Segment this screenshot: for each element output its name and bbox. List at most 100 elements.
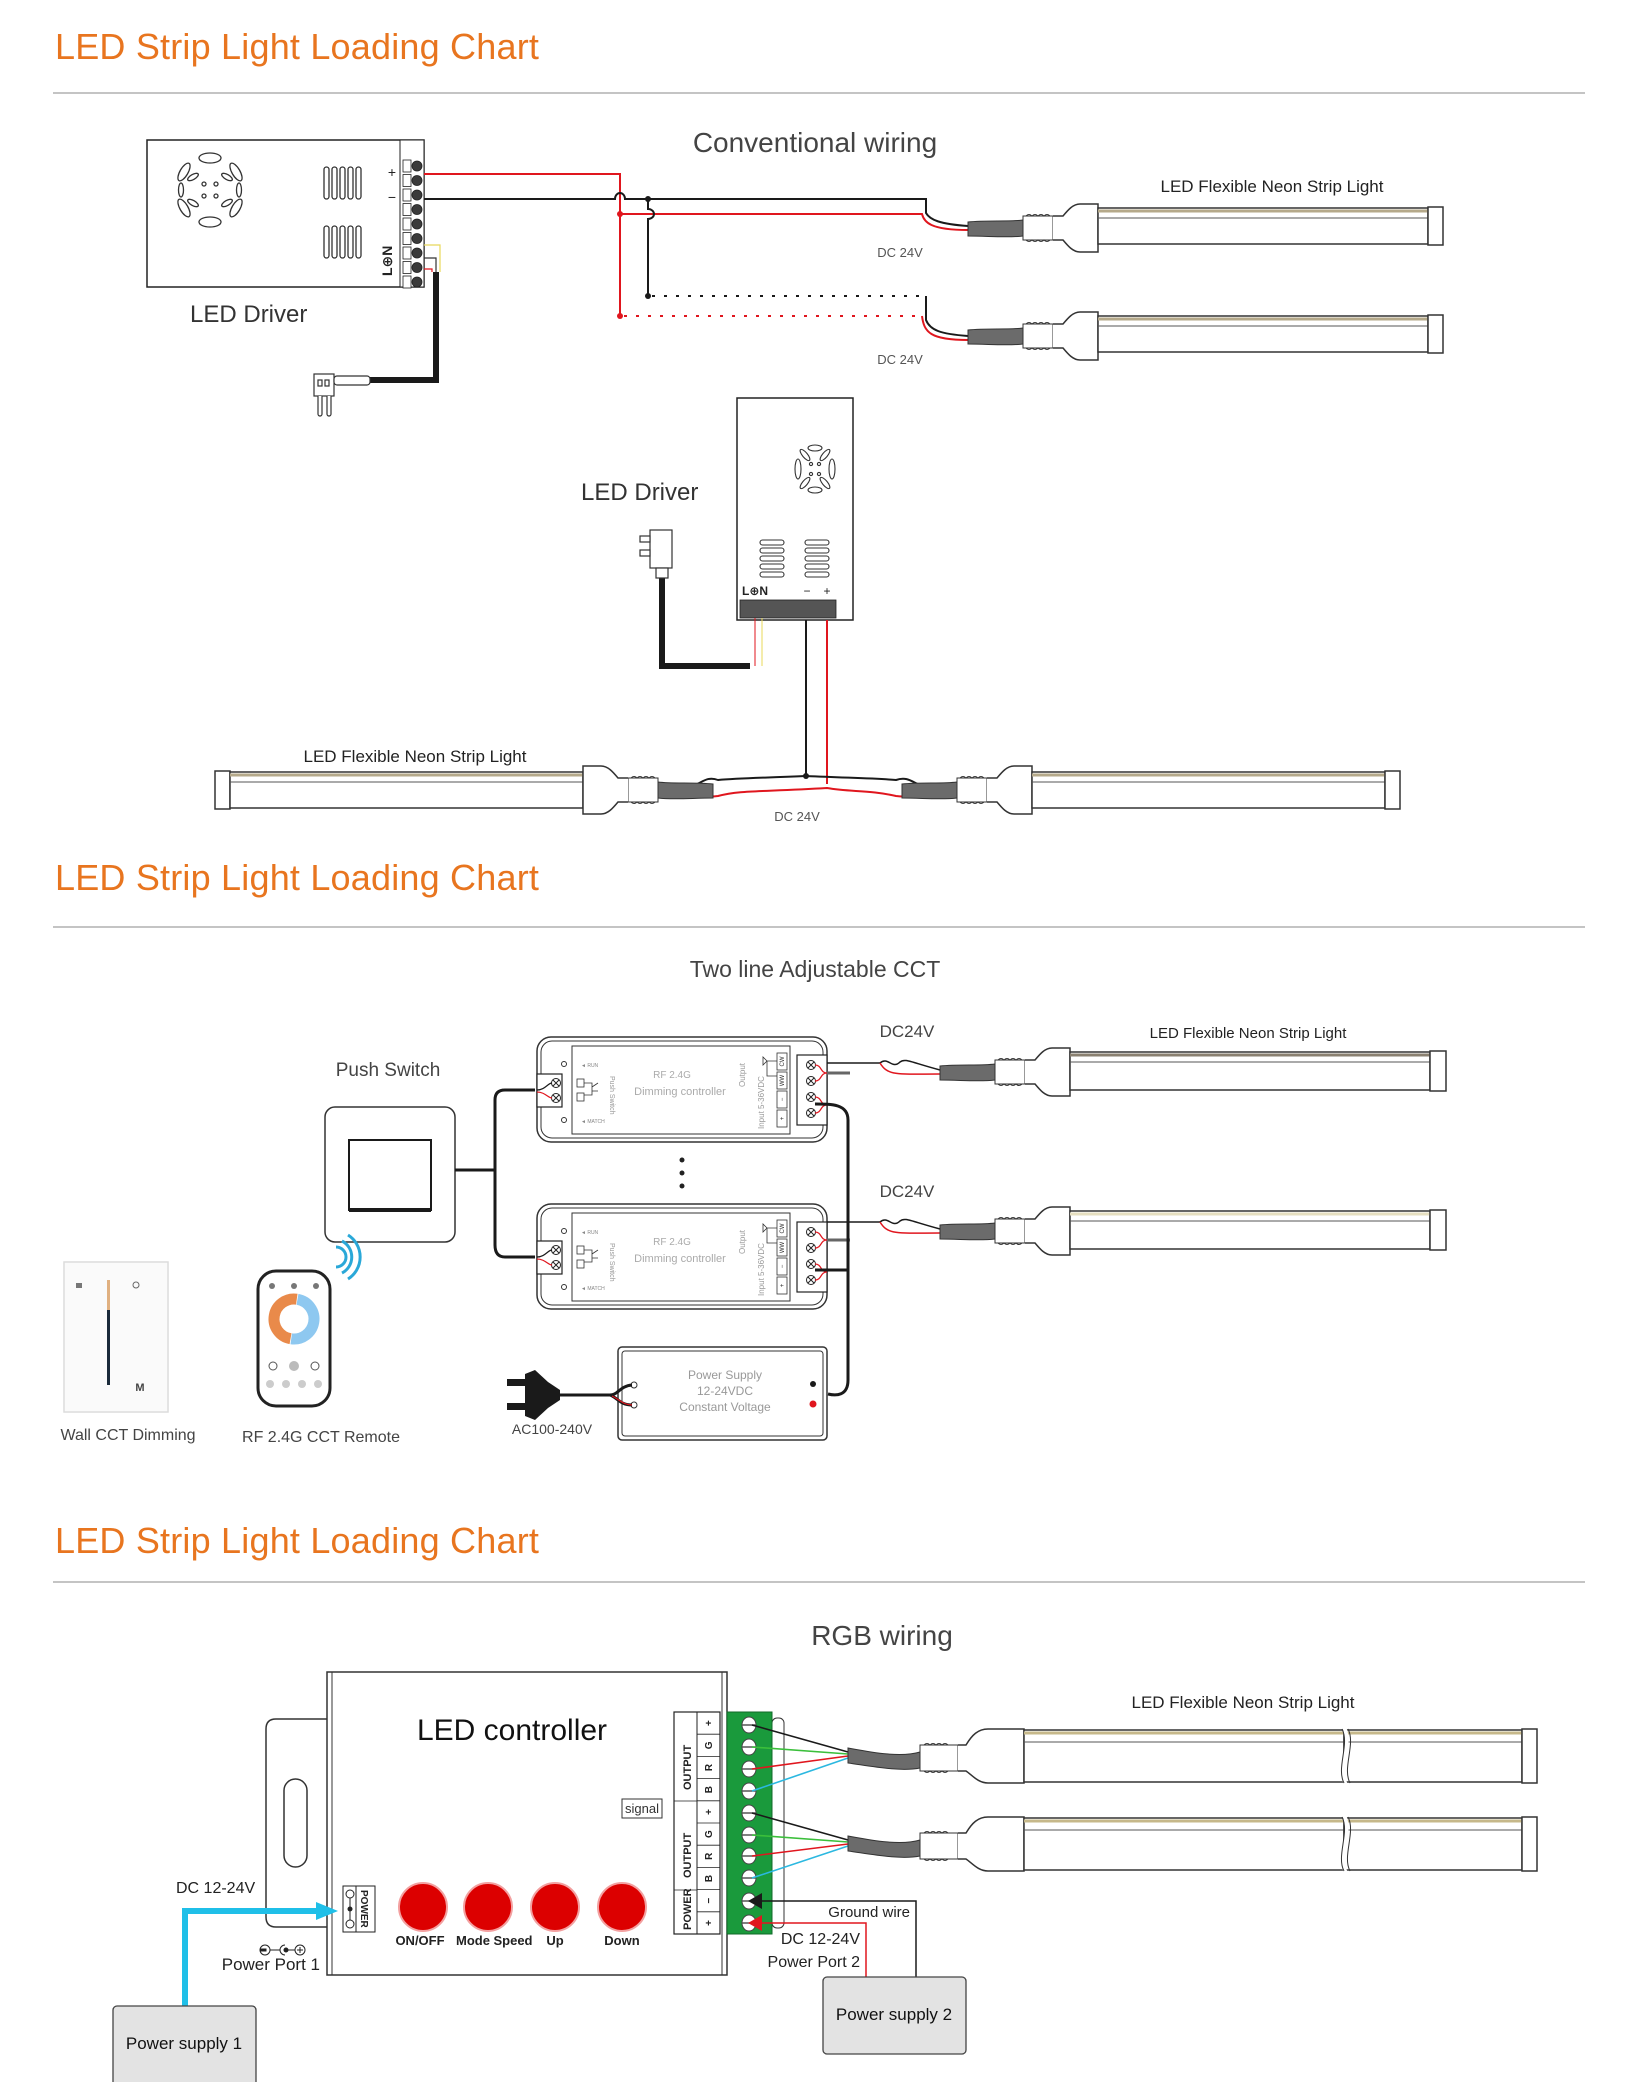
signal-label: signal [625, 1801, 659, 1816]
ac-plug-icon [639, 529, 673, 579]
power-jack-label: POWER [358, 1890, 369, 1929]
led-neon-strip-2 [967, 311, 1444, 361]
button-label-speed: Speed [493, 1933, 532, 1948]
power-supply-1-label: Power supply 1 [126, 2034, 242, 2053]
output-label: Output [738, 1229, 747, 1254]
button-label-down: Down [604, 1933, 639, 1948]
strip-label: LED Flexible Neon Strip Light [1131, 1693, 1354, 1712]
strip-label: LED Flexible Neon Strip Light [1150, 1025, 1348, 1042]
ac-plug-icon [313, 373, 371, 417]
strip-label: LED Flexible Neon Strip Light [1160, 177, 1383, 196]
controller-name-label: Dimming controller [634, 1253, 726, 1265]
dc-input-1-label: DC 12-24V [176, 1880, 255, 1897]
controller-model-label: RF 2.4G [653, 1237, 691, 1248]
terminal-minus-label: − [388, 189, 396, 205]
terminal-plus-label: + [823, 584, 830, 598]
controller-bracket [265, 1718, 327, 1928]
ac-cable [659, 578, 763, 669]
push-switch [324, 1106, 456, 1243]
terminal-label: − [704, 1898, 715, 1904]
terminal-label: CW [780, 1223, 786, 1233]
input-label: Input 5-36VDC [757, 1243, 766, 1296]
match-indicator-label: ◄ MATCH [581, 1119, 605, 1125]
push-switch-label: Push Switch [336, 1060, 441, 1081]
terminal-block [399, 139, 425, 289]
terminal-label: − [780, 1264, 786, 1268]
push-switch-input-label: Push Switch [608, 1243, 615, 1282]
power-supply-2 [822, 1976, 967, 2055]
led-driver-1: + − L⊕N [146, 139, 425, 289]
led-driver-1-label: LED Driver [190, 301, 307, 328]
terminal-lon-label: L⊕N [379, 246, 395, 276]
terminal-minus-label: − [803, 584, 810, 598]
vent-slots-icon [759, 539, 830, 578]
more-controllers-ellipsis-icon [679, 1157, 685, 1189]
section-title-rgb: LED Strip Light Loading Chart [55, 1520, 540, 1561]
dc-polarity-icon [259, 1944, 306, 1956]
vent-slots-icon [323, 166, 362, 259]
power-port-1-label: Power Port 1 [222, 1955, 320, 1974]
terminal-label: G [704, 1830, 715, 1838]
power-supply-voltage: 12-24VDC [697, 1384, 753, 1398]
led-neon-strip-4 [901, 765, 1401, 815]
section-divider [53, 1581, 1585, 1583]
down-button[interactable] [597, 1882, 647, 1932]
output-label: Output [738, 1062, 747, 1087]
power-port-1-wire [182, 1902, 338, 2006]
fan-grille-icon [794, 444, 836, 494]
power-bus-wiring [814, 1102, 850, 1397]
output-group-label-2: OUTPUT [682, 1833, 694, 1879]
terminal-label: − [780, 1097, 786, 1101]
fan-grille-icon [177, 152, 243, 228]
power-supply-2-label: Power supply 2 [836, 2005, 952, 2024]
terminal-label: CW [780, 1056, 786, 1066]
on-off-button[interactable] [398, 1882, 448, 1932]
push-switch-input-label: Push Switch [608, 1076, 615, 1115]
power-supply-type: Constant Voltage [679, 1400, 771, 1414]
led-neon-strip-cct-1 [827, 1047, 1447, 1097]
cct-power-supply [617, 1346, 828, 1441]
led-neon-strip-1 [967, 203, 1444, 253]
strip-label: LED Flexible Neon Strip Light [303, 747, 526, 766]
button-label-on-off: ON/OFF [395, 1933, 444, 1948]
terminal-label: + [704, 1920, 715, 1926]
wiring-to-bottom-strips [689, 620, 926, 798]
dc-input-2-label: DC 12-24V [781, 1931, 860, 1948]
wall-dimmer-label: Wall CCT Dimming [60, 1427, 195, 1444]
power-supply-1 [112, 2005, 257, 2082]
wall-cct-dimmer: M [63, 1261, 169, 1413]
terminal-plus-label: + [388, 164, 396, 180]
led-driver-2: L⊕N − + [736, 397, 854, 621]
power-port-2-label: Power Port 2 [768, 1954, 861, 1971]
power-port-2-wires [748, 1893, 917, 1977]
button-label-mode: Mode [456, 1933, 490, 1948]
terminal-label: R [704, 1763, 715, 1771]
subtitle-conventional-wiring: Conventional wiring [693, 127, 937, 158]
controller-name-label: Dimming controller [634, 1086, 726, 1098]
led-neon-strip-cct-2 [827, 1206, 1447, 1256]
section-title-cct: LED Strip Light Loading Chart [55, 857, 540, 898]
terminal-label: B [704, 1786, 715, 1793]
subtitle-rgb-wiring: RGB wiring [811, 1620, 953, 1651]
button-label-up: Up [546, 1933, 563, 1948]
power-supply-label: Power Supply [688, 1368, 762, 1382]
wireless-signal-icon [335, 1233, 362, 1281]
ac-cable [370, 244, 441, 383]
terminal-label: G [704, 1741, 715, 1749]
rgb-terminal-block [726, 1711, 785, 1935]
ac-input-label: AC100-240V [512, 1421, 593, 1437]
ground-wire-label: Ground wire [828, 1904, 910, 1921]
terminal-label: + [780, 1116, 786, 1120]
mode-speed-button[interactable] [463, 1882, 513, 1932]
voltage-label: DC 24V [877, 245, 923, 260]
controller-model-label: RF 2.4G [653, 1070, 691, 1081]
up-button[interactable] [530, 1882, 580, 1932]
terminal-label: R [704, 1852, 715, 1860]
rgb-wiring [751, 1724, 849, 1879]
output-group-label-1: OUTPUT [682, 1745, 694, 1791]
voltage-label: DC 24V [774, 809, 820, 824]
section-divider [53, 926, 1585, 928]
voltage-label: DC24V [880, 1022, 935, 1041]
